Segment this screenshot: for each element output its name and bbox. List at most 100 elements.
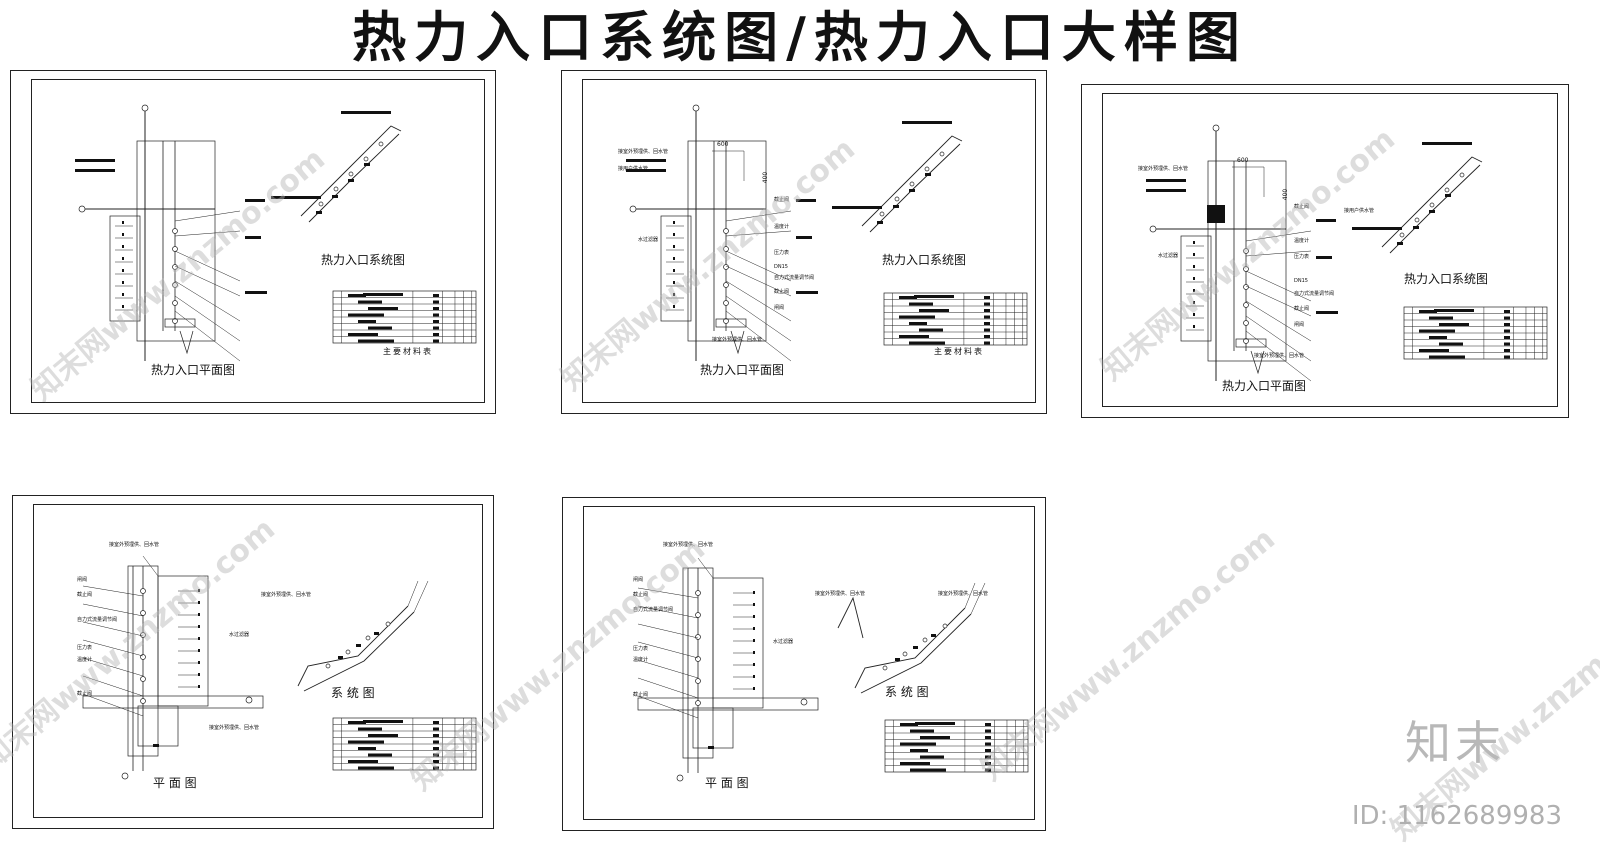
callout-2: 闸阀 [633, 577, 644, 583]
valve-symbol [1459, 172, 1465, 178]
building-wall [1207, 160, 1287, 362]
valve-symbol [894, 196, 900, 202]
callout-1: 接室外预埋供、回水管 [109, 542, 160, 548]
dimension-horizontal: 600 [717, 141, 729, 148]
wall-mark [122, 269, 124, 272]
valve-symbol [345, 649, 351, 655]
leader-line [1245, 250, 1312, 257]
valve-symbol [140, 676, 146, 682]
fitting-mark [895, 658, 900, 661]
fitting-mark [1413, 226, 1419, 229]
dimension-horizontal: 600 [1237, 157, 1249, 164]
building-wall [136, 140, 216, 342]
wall-mark [198, 685, 200, 688]
callout-11: 接室外预埋供、回水管 [712, 337, 763, 343]
drawing-sheet-3[interactable]: 热力入口平面图 热力入口系统图 600 400 接室外预埋供、回水管 接用户供水… [1081, 84, 1569, 418]
valve-symbol [695, 612, 701, 618]
valve-symbol [172, 300, 178, 306]
table-cell-text [433, 753, 439, 757]
drawing-sheet-1[interactable]: 热力入口平面图 热力入口系统图 主要材料表 [10, 70, 496, 414]
axis-bubble [629, 205, 637, 213]
leader-line [637, 605, 699, 619]
axis-bubble [245, 696, 253, 704]
valve-symbol [365, 635, 371, 641]
callout-7: DN15 [1294, 278, 1308, 284]
pit-outline [164, 318, 196, 328]
return-riser [308, 133, 400, 223]
table-cell-text [358, 320, 376, 323]
valve-symbol [140, 588, 146, 594]
sheet-inner-frame [1102, 93, 1558, 407]
table-cell-text [919, 328, 943, 332]
callout-6: 压力表 [774, 250, 790, 256]
wall-mark [753, 615, 755, 618]
leader-line [964, 582, 976, 609]
table-cell-text [348, 721, 366, 724]
table-cell-text [433, 320, 439, 323]
callout-10: 闸阀 [1294, 322, 1305, 328]
label-bar [796, 236, 812, 239]
callout-1: 接室外预埋供、回水管 [663, 542, 714, 548]
valve-symbol [140, 632, 146, 638]
leader-line [82, 675, 144, 697]
callout-3: 截止阀 [77, 592, 93, 598]
callout-5: 水过滤器 [229, 632, 250, 638]
wall-mark [753, 603, 755, 606]
callout-11: 接室外预埋供、回水管 [1254, 353, 1305, 359]
valve-symbol [695, 656, 701, 662]
valve-symbol [140, 698, 146, 704]
wall-sleeve [1207, 205, 1225, 223]
wall-mark [1193, 265, 1195, 268]
callout-10: 闸阀 [774, 305, 785, 311]
fitting-mark [909, 189, 915, 192]
table-cell-text [1439, 342, 1463, 346]
axis-bubble [800, 698, 808, 706]
table-cell-text [984, 328, 990, 332]
leader-line [142, 555, 159, 577]
table-cell-text [985, 762, 991, 765]
callout-2: 接用户供水管 [618, 166, 649, 172]
table-cell-text [433, 766, 439, 770]
axis-bubble [121, 772, 129, 780]
leader-line [725, 230, 792, 237]
plan-title: 热力入口平面图 [700, 363, 785, 377]
system-title: 热力入口系统图 [882, 253, 967, 267]
sheet-inner-frame [31, 79, 485, 403]
return-riser [303, 611, 415, 692]
table-cell-text [984, 296, 990, 299]
table-header-text [363, 293, 403, 296]
table-cell-text [899, 296, 917, 299]
table-cell-text [984, 341, 990, 345]
wall-mark [122, 305, 124, 308]
table-cell-text [433, 326, 439, 330]
valve-symbol [1429, 202, 1435, 208]
valve-symbol [140, 654, 146, 660]
leader-line [174, 210, 241, 222]
system-title: 系 统 图 [885, 685, 929, 699]
dimension-vertical: 400 [1282, 188, 1290, 201]
supply-riser [300, 125, 402, 217]
leader-line [174, 230, 241, 237]
callout-6: 压力表 [1294, 254, 1310, 260]
valve-symbol [723, 246, 729, 252]
sheet-inner-frame [582, 79, 1036, 403]
pipe-drop [179, 330, 194, 355]
table-cell-text [920, 755, 944, 759]
callout-6: 压力表 [77, 645, 93, 651]
drawing-sheet-5[interactable]: 平 面 图 系 统 图 接室外预埋供、回水管 闸阀 截止阀 自力式流量调节阀 水… [562, 497, 1046, 831]
table-cell-text [985, 749, 991, 752]
axis-bubble [141, 104, 149, 112]
leader-line [637, 677, 699, 699]
callout-4: 自力式流量调节阀 [633, 607, 674, 613]
building-wall [660, 215, 692, 322]
callout-8: 截止阀 [77, 691, 93, 697]
callout-3: 截止阀 [633, 592, 649, 598]
valve-symbol [723, 282, 729, 288]
table-cell-text [919, 309, 949, 312]
drawing-sheet-4[interactable]: 平 面 图 系 统 图 接室外预埋供、回水管 闸阀 截止阀 自力式流量调节阀 水… [12, 495, 494, 829]
valve-symbol [939, 151, 945, 157]
valve-symbol [140, 610, 146, 616]
drawing-sheet-2[interactable]: 热力入口平面图 热力入口系统图 主要材料表 600 400 接室外预埋供、回水管… [561, 70, 1047, 414]
wall-mark [673, 269, 675, 272]
label-bar [271, 196, 321, 199]
